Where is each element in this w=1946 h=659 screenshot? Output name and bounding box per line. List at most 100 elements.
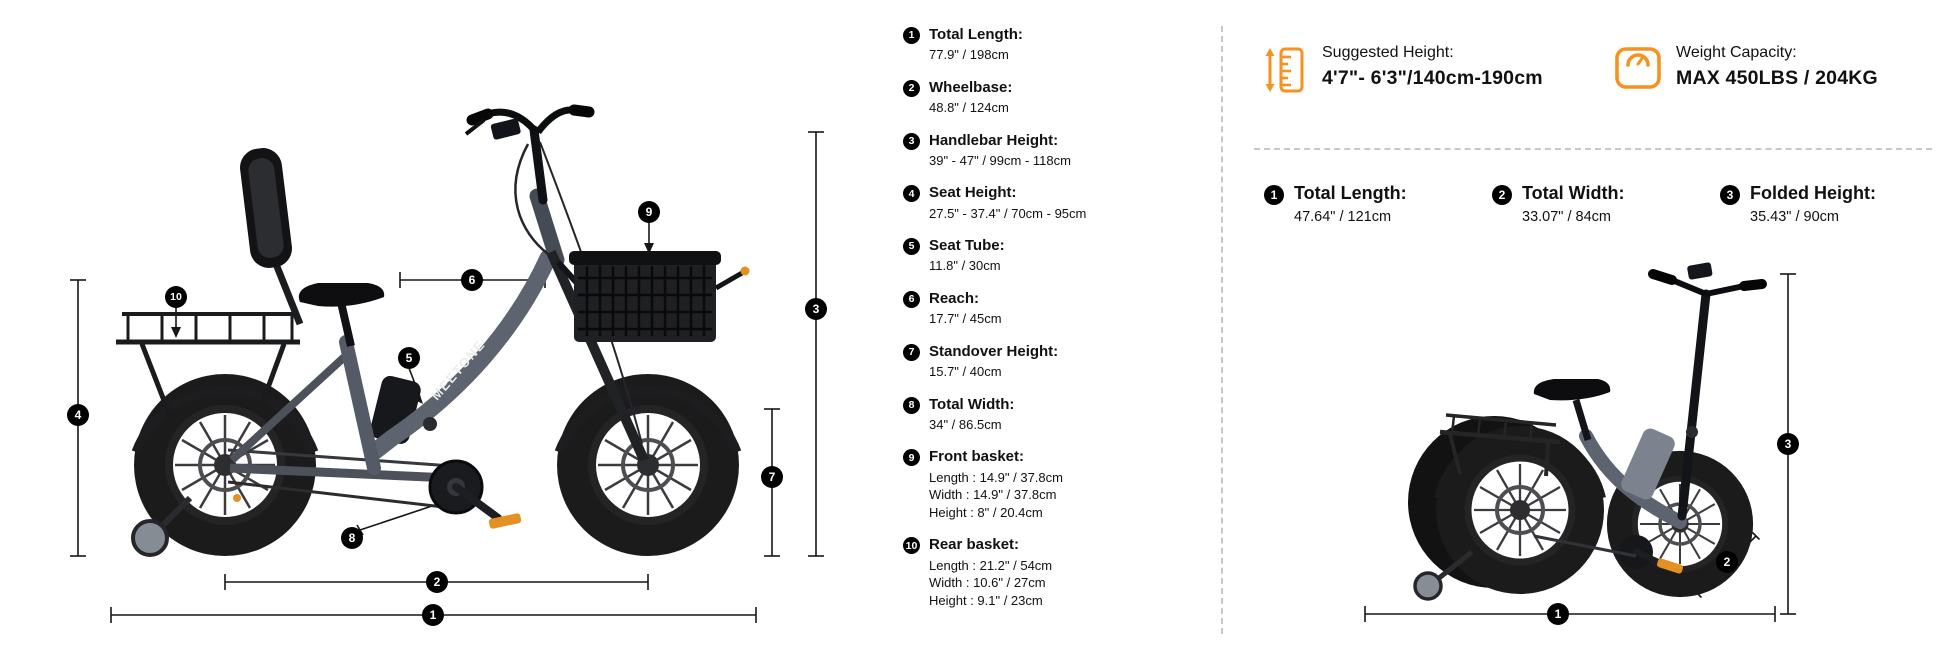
- spec-value: 27.5" - 37.4" / 70cm - 95cm: [929, 205, 1087, 221]
- side-view-diagram: MEETONE 1 2 3 4 5 6 7 8 9 10: [0, 0, 880, 659]
- spec-label: Handlebar Height:: [929, 131, 1059, 149]
- folded-trike-illustration: [1364, 262, 1796, 622]
- saddle: [1533, 379, 1611, 401]
- spec-value: 77.9" / 198cm: [929, 47, 1009, 63]
- dim-marker-1: 1: [422, 604, 444, 626]
- dim-marker-2: 2: [426, 571, 448, 593]
- weight-capacity-label: Weight Capacity:: [1676, 44, 1797, 61]
- folded-dim-marker-1: 1: [1547, 603, 1569, 625]
- folded-spec-folded-height: 3 Folded Height: 35.43" / 90cm: [1720, 183, 1946, 225]
- suggested-height-item: Suggested Height: 4'7"- 6'3"/140cm-190cm: [1262, 44, 1614, 94]
- spec-label: Front basket:: [929, 448, 1025, 466]
- spec-label: Folded Height:: [1750, 183, 1876, 203]
- vertical-dashed-divider: [1221, 26, 1223, 634]
- spec-item-standover-height: 7 Standover Height: 15.7" / 40cm: [903, 343, 1221, 381]
- spec-label: Seat Tube:: [929, 237, 1005, 255]
- folded-dim-marker-2: 2: [1716, 551, 1738, 573]
- spec-value: 34" / 86.5cm: [929, 416, 1002, 432]
- folded-handlebar-mast: [1677, 289, 1711, 521]
- spec-bullet: 3: [1720, 185, 1740, 205]
- spec-label: Wheelbase:: [929, 78, 1013, 96]
- spec-value: 15.7" / 40cm: [929, 364, 1002, 380]
- spec-list: 1 Total Length: 77.9" / 198cm 2 Wheelbas…: [903, 26, 1221, 624]
- spec-label: Total Length:: [1294, 183, 1407, 203]
- spec-bullet: 8: [903, 396, 920, 414]
- folded-spec-total-width: 2 Total Width: 33.07" / 84cm: [1492, 183, 1720, 225]
- spec-label: Standover Height:: [929, 342, 1059, 360]
- spec-value: 39" - 47" / 99cm - 118cm: [929, 152, 1071, 168]
- pedal: [1657, 558, 1683, 574]
- spec-item-seat-tube: 5 Seat Tube: 11.8" / 30cm: [903, 237, 1221, 275]
- spec-value: 33.07" / 84cm: [1522, 209, 1611, 225]
- suggested-height-label: Suggested Height:: [1322, 44, 1454, 61]
- height-ruler-icon: [1265, 47, 1304, 93]
- rear-fender: [131, 385, 319, 454]
- spec-label: Seat Height:: [929, 184, 1017, 202]
- stabilizer-wheel: [131, 519, 169, 557]
- dim-marker-6: 6: [461, 269, 483, 291]
- stabilizer-wheel: [1413, 571, 1443, 601]
- spec-label: Total Width:: [1522, 183, 1625, 203]
- folded-spec-total-length: 1 Total Length: 47.64" / 121cm: [1264, 183, 1492, 225]
- folded-dim-marker-3: 3: [1777, 433, 1799, 455]
- spec-value: 35.43" / 90cm: [1750, 209, 1839, 225]
- spec-label: Reach:: [929, 289, 980, 307]
- spec-item-total-length: 1 Total Length: 77.9" / 198cm: [903, 26, 1221, 64]
- horizontal-dashed-divider: [1254, 148, 1932, 150]
- spec-item-wheelbase: 2 Wheelbase: 48.8" / 124cm: [903, 79, 1221, 117]
- folded-view-diagram: 1 2 3: [1348, 252, 1934, 656]
- front-basket: [555, 251, 750, 342]
- trike-side-illustration: MEETONE: [70, 104, 824, 623]
- spec-value: Length : 14.9" / 37.8cm Width : 14.9" / …: [929, 469, 1063, 520]
- spec-label: Total Length:: [929, 26, 1023, 43]
- seat-backrest: [240, 148, 292, 268]
- display-unit: [1687, 262, 1713, 280]
- spec-bullet: 2: [1492, 185, 1512, 205]
- display-unit: [490, 118, 521, 140]
- dim-marker-9: 9: [638, 201, 660, 223]
- spec-label: Total Width:: [929, 395, 1015, 413]
- spec-bullet: 5: [903, 238, 920, 256]
- saddle: [298, 283, 385, 307]
- spec-item-rear-basket: 10 Rear basket: Length : 21.2" / 54cm Wi…: [903, 536, 1221, 609]
- spec-bullet: 10: [903, 537, 920, 555]
- weight-capacity-value: MAX 450LBS / 204KG: [1676, 67, 1878, 89]
- dim-marker-4: 4: [67, 404, 89, 426]
- front-fender: [554, 385, 742, 454]
- spec-item-total-width: 8 Total Width: 34" / 86.5cm: [903, 396, 1221, 434]
- head-tube: [529, 188, 565, 268]
- dim-marker-8: 8: [341, 527, 363, 549]
- seat-tube: [339, 335, 381, 475]
- folded-trike-body: [1408, 262, 1767, 601]
- main-frame-tube: [365, 249, 557, 461]
- dim-marker-10: 10: [165, 286, 187, 308]
- weight-capacity-item: Weight Capacity: MAX 450LBS / 204KG: [1614, 44, 1878, 94]
- stem: [529, 125, 548, 205]
- spec-item-seat-height: 4 Seat Height: 27.5" - 37.4" / 70cm - 95…: [903, 184, 1221, 222]
- front-fork: [546, 249, 649, 463]
- pedal: [488, 513, 522, 529]
- dim-marker-5: 5: [398, 347, 420, 369]
- spec-value: 11.8" / 30cm: [929, 258, 1001, 274]
- weight-scale-icon: [1615, 47, 1661, 89]
- spec-value: 47.64" / 121cm: [1294, 209, 1392, 225]
- spec-value: 48.8" / 124cm: [929, 100, 1009, 116]
- battery-box: [1621, 428, 1675, 500]
- trike-body: MEETONE: [116, 104, 750, 557]
- spec-bullet: 6: [903, 290, 920, 308]
- spec-item-handlebar-height: 3 Handlebar Height: 39" - 47" / 99cm - 1…: [903, 132, 1221, 170]
- spec-bullet: 4: [903, 185, 920, 203]
- rider-fit-row: Suggested Height: 4'7"- 6'3"/140cm-190cm…: [1262, 44, 1878, 94]
- spec-item-reach: 6 Reach: 17.7" / 45cm: [903, 290, 1221, 328]
- spec-bullet: 2: [903, 79, 920, 97]
- dim-marker-7: 7: [761, 466, 783, 488]
- dim-marker-3: 3: [805, 298, 827, 320]
- spec-bullet: 3: [903, 132, 920, 150]
- suggested-height-value: 4'7"- 6'3"/140cm-190cm: [1322, 67, 1543, 89]
- spec-value: Length : 21.2" / 54cm Width : 10.6" / 27…: [929, 557, 1053, 608]
- spec-bullet: 7: [903, 343, 920, 361]
- folded-spec-row: 1 Total Length: 47.64" / 121cm 2 Total W…: [1264, 183, 1946, 225]
- rear-rack: [116, 312, 300, 417]
- spec-bullet: 1: [903, 27, 920, 44]
- spec-item-front-basket: 9 Front basket: Length : 14.9" / 37.8cm …: [903, 448, 1221, 521]
